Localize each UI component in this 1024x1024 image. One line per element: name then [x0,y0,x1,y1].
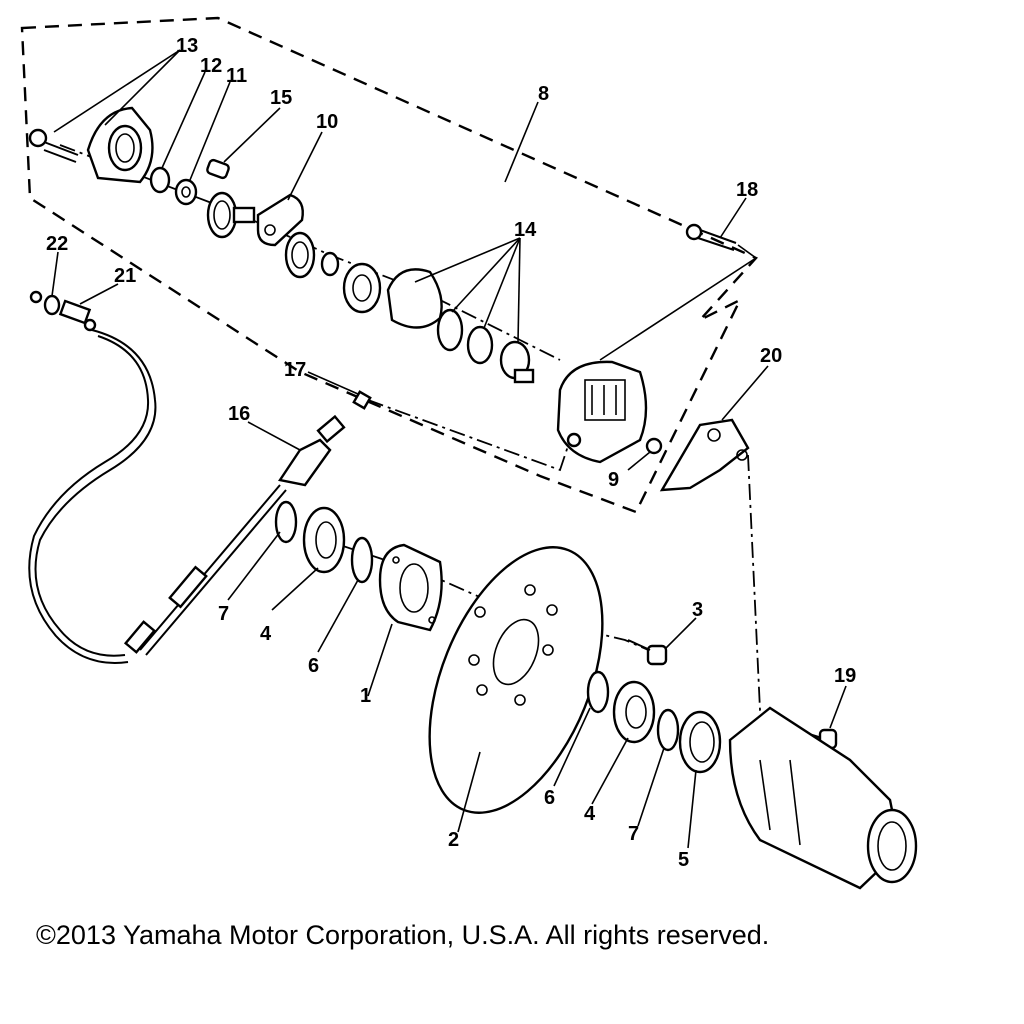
exploded-parts-diagram: 13 12 11 15 10 8 18 14 22 21 20 17 16 9 … [20,16,918,890]
part-19-bolt [685,223,737,251]
callout-8: 8 [538,83,549,105]
part-6-o-ring-right [586,670,610,714]
callout-22: 22 [46,233,68,255]
part-2-brake-disc [428,546,604,814]
callout-20: 20 [760,345,782,367]
cam-gear [206,191,256,239]
assembly-8-boundary [20,16,758,514]
part-9-bolt [645,437,663,455]
part-1-hub [378,543,443,632]
part-15-pin [206,158,230,180]
callout-13: 13 [176,35,198,57]
part-14-seal [466,325,494,365]
callout-21: 21 [114,265,136,287]
callout-7-left: 7 [218,603,229,625]
master-cylinder-body [556,360,648,464]
part-14-gasket [386,268,443,329]
callout-7-right: 7 [628,823,639,845]
callout-12: 12 [200,55,222,77]
part-17-clip [352,390,372,410]
callout-5: 5 [678,849,689,871]
part-3-bolt [627,639,668,666]
part-13-caliper-half [86,106,154,184]
callout-6-right: 6 [544,787,555,809]
callout-3: 3 [692,599,703,621]
part-20-bracket [659,418,750,492]
callout-9: 9 [608,469,619,491]
callout-6-left: 6 [308,655,319,677]
piston-assembly [284,231,340,279]
callout-4-right: 4 [584,803,596,825]
part-6-o-ring-left [350,536,374,584]
callout-18: 19 [834,665,856,687]
axis-line-housing [747,454,791,731]
callout-10: 10 [316,111,338,133]
callout-14: 14 [514,219,537,241]
axis-line-bolt-19 [599,244,758,361]
part-4-seal-left [302,506,346,574]
callout-16: 16 [228,403,250,425]
callout-4-left: 4 [260,623,272,645]
brake-hose [34,329,157,657]
part-22-banjo-bolt [29,290,61,316]
part-14-o-ring [436,308,464,352]
callout-19: 18 [736,179,758,201]
callout-17: 17 [284,359,306,381]
axis-line-rear [367,399,571,472]
part-5-seal [678,710,722,774]
copyright-notice: ©2013 Yamaha Motor Corporation, U.S.A. A… [36,920,770,950]
part-11-nut [174,178,198,206]
bearing [342,262,382,314]
part-10-lever [256,193,304,247]
callout-2: 2 [448,829,459,851]
part-7-o-ring-right [656,708,680,752]
part-16-brake-cable [123,414,346,656]
part-12-washer [149,166,171,194]
axle-housing [728,706,918,890]
callout-11: 11 [226,65,247,87]
callout-1: 1 [360,685,371,707]
part-7-o-ring-left [274,500,298,544]
part-14-piston [499,340,535,384]
axis-line-upper [59,144,561,361]
callout-15: 15 [270,87,292,109]
part-4-seal-right [612,680,656,744]
part-21-fitting [58,299,97,332]
part-13-bolt [28,128,79,163]
